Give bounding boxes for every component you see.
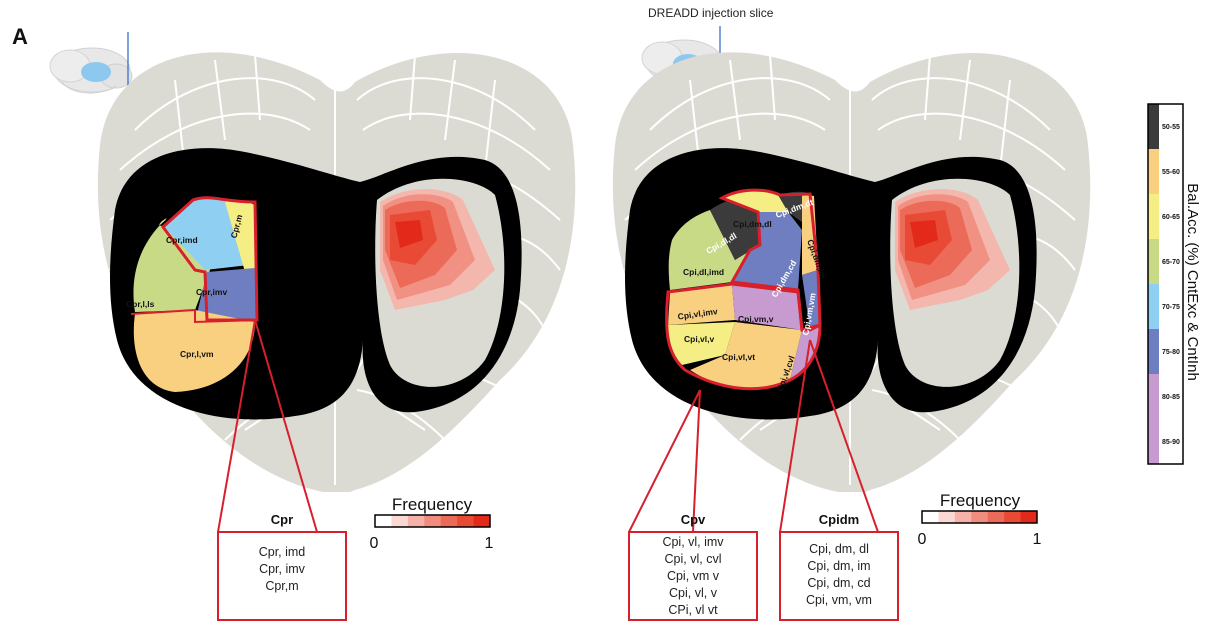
label-cpi-vl-vt: Cpi,vl,vt: [722, 352, 755, 362]
frequency-max-label: 1: [1033, 531, 1042, 548]
label-cpi-vl-v: Cpi,vl,v: [684, 334, 715, 344]
callout-cpv-title: Cpv: [681, 512, 706, 527]
top-note: DREADD injection slice: [648, 6, 774, 20]
callout-cpr-title: Cpr: [271, 512, 293, 527]
frequency-legend-left: Frequency 0 1: [370, 495, 494, 552]
callout-cpr-line: Cpr,m: [265, 579, 298, 593]
frequency-swatch: [457, 515, 474, 527]
callout-cpidm-line: Cpi, vm, vm: [806, 593, 872, 607]
frequency-swatch: [988, 511, 1005, 523]
colorbar-swatch: [1148, 149, 1159, 194]
frequency-min-label: 0: [918, 531, 927, 548]
frequency-swatch: [955, 511, 972, 523]
colorbar-bin-label: 70-75: [1162, 304, 1180, 311]
label-cpi-dm-dl: Cpi,dm,dl: [733, 219, 772, 229]
frequency-max-label: 1: [485, 535, 494, 552]
callout-cpr-line: Cpr, imv: [259, 562, 306, 576]
frequency-swatch: [938, 511, 955, 523]
frequency-swatch: [375, 515, 392, 527]
colorbar-bin-label: 60-65: [1162, 214, 1180, 221]
colorbar-bin-label: 75-80: [1162, 349, 1180, 356]
label-cpr-l-vm: Cpr,l,vm: [180, 349, 214, 359]
panel-label: A: [12, 24, 28, 49]
frequency-title: Frequency: [940, 491, 1021, 510]
colorbar-title: Bal.Acc. (%) CntExc & CntInh: [1184, 183, 1201, 381]
colorbar-swatch: [1148, 329, 1159, 374]
brain-section-left: [98, 52, 575, 492]
label-cpi-dl-imd: Cpi,dl,imd: [683, 267, 724, 277]
accuracy-colorbar: 50-55 55-60 60-65 65-70 70-75 75-80 80-85 85-90: [1148, 104, 1183, 464]
label-cpr-imv: Cpr,imv: [196, 287, 227, 297]
frequency-swatch: [1004, 511, 1021, 523]
frequency-legend-right: Frequency 0 1: [918, 491, 1042, 548]
colorbar-swatch: [1148, 239, 1159, 284]
colorbar-swatch: [1148, 104, 1159, 149]
callout-cpidm-title: Cpidm: [819, 512, 859, 527]
callout-cpv-line: Cpi, vl, v: [669, 586, 718, 600]
label-cpr-l-ls: Cpr,l,ls: [126, 299, 155, 309]
callout-cpv-line: Cpi, vm v: [667, 569, 720, 583]
frequency-swatch: [971, 511, 988, 523]
callout-cpidm-line: Cpi, dm, dl: [809, 542, 869, 556]
colorbar-swatch: [1148, 419, 1159, 464]
callout-cpidm: Cpidm Cpi, dm, dl Cpi, dm, im Cpi, dm, c…: [780, 512, 898, 620]
colorbar-bin-label: 65-70: [1162, 259, 1180, 266]
colorbar-bin-label: 85-90: [1162, 439, 1180, 446]
colorbar-swatch: [1148, 284, 1159, 329]
frequency-swatch: [408, 515, 425, 527]
callout-cpv-line: CPi, vl vt: [668, 603, 718, 617]
frequency-swatch: [1021, 511, 1038, 523]
frequency-swatch: [922, 511, 939, 523]
colorbar-swatch: [1148, 374, 1159, 419]
callout-cpr-line: Cpr, imd: [259, 545, 306, 559]
frequency-swatch: [424, 515, 441, 527]
colorbar-swatch: [1148, 194, 1159, 239]
frequency-swatch: [474, 515, 491, 527]
frequency-min-label: 0: [370, 535, 379, 552]
frequency-title: Frequency: [392, 495, 473, 514]
label-cpi-vm-v: Cpi,vm,v: [738, 314, 774, 324]
colorbar-bin-label: 80-85: [1162, 394, 1180, 401]
callout-cpv-line: Cpi, vl, imv: [662, 535, 724, 549]
colorbar-bin-label: 55-60: [1162, 169, 1180, 176]
frequency-swatch: [441, 515, 458, 527]
frequency-swatch: [391, 515, 408, 527]
colorbar-bin-label: 50-55: [1162, 124, 1180, 131]
label-cpr-imd: Cpr,imd: [166, 235, 198, 245]
callout-cpidm-line: Cpi, dm, cd: [807, 576, 870, 590]
callout-cpv-line: Cpi, vl, cvl: [665, 552, 722, 566]
callout-cpidm-line: Cpi, dm, im: [807, 559, 870, 573]
callout-cpr: Cpr Cpr, imd Cpr, imv Cpr,m: [218, 512, 346, 620]
